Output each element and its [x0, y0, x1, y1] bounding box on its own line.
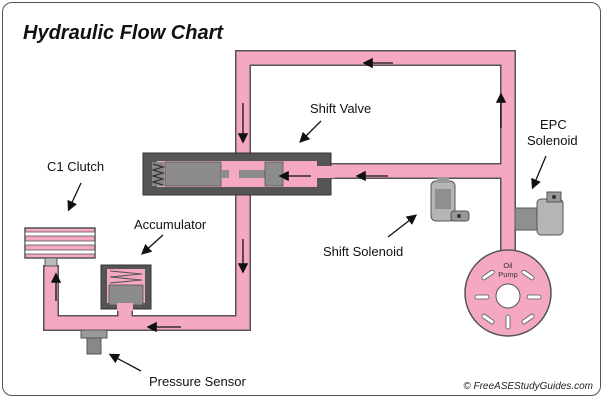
shift-valve: [142, 152, 335, 196]
oil-pump: Oil Pump: [464, 249, 552, 337]
diagram-title: Hydraulic Flow Chart: [23, 22, 224, 44]
copyright-text: © FreeASEStudyGuides.com: [463, 381, 593, 392]
hydraulic-diagram: Hydraulic Flow Chart: [23, 22, 593, 392]
accumulator-label: Accumulator: [134, 217, 207, 232]
pointer-arrow-icon: [531, 155, 547, 190]
oil-pump-label-line2: Pump: [498, 270, 518, 279]
c1-clutch-label: C1 Clutch: [47, 159, 104, 174]
pointer-arrow-icon: [108, 353, 142, 372]
epc-solenoid-label-line2: Solenoid: [527, 133, 578, 148]
shift-solenoid: [430, 177, 470, 222]
pointer-arrows: [67, 120, 547, 372]
shift-solenoid-label: Shift Solenoid: [323, 244, 403, 259]
pointer-arrow-icon: [67, 182, 82, 212]
pointer-arrow-icon: [299, 120, 322, 143]
shift-valve-label: Shift Valve: [310, 101, 371, 116]
pressure-sensor: [80, 329, 108, 355]
accumulator: [100, 264, 152, 311]
pointer-arrow-icon: [141, 234, 164, 255]
oil-pump-label-line1: Oil: [503, 261, 513, 270]
epc-solenoid: [514, 191, 564, 236]
c1-clutch: [24, 227, 96, 267]
diagram-frame: Hydraulic Flow Chart: [2, 2, 601, 396]
flow-arrows: [50, 57, 507, 333]
pointer-arrow-icon: [387, 214, 418, 238]
epc-solenoid-label-line1: EPC: [540, 117, 567, 132]
pressure-sensor-label: Pressure Sensor: [149, 374, 246, 389]
